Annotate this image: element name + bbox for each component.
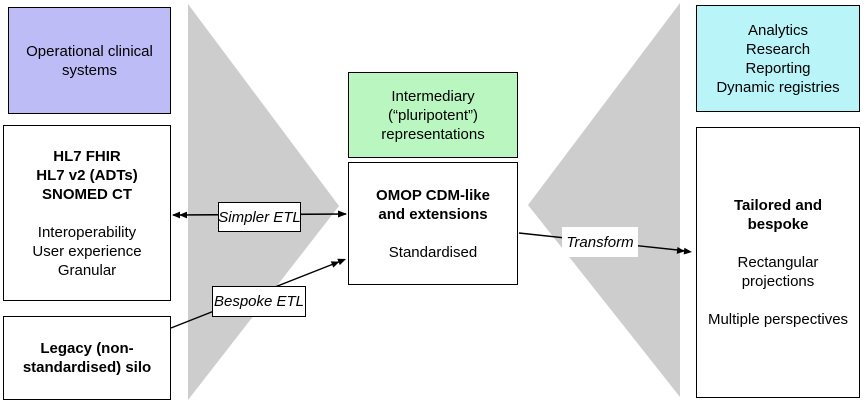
funnel-right-triangle: [528, 3, 680, 397]
arrowhead-transform-double: [676, 247, 692, 255]
analytics-line: Research: [745, 40, 811, 58]
arrowhead-bespoke-double: [330, 258, 346, 268]
standards-line: HL7 FHIR: [53, 147, 121, 165]
tailored-trait: Rectangular: [737, 254, 819, 271]
standards-trait: Granular: [57, 261, 117, 279]
intermediary-line: Intermediary: [391, 87, 475, 105]
standards-trait: Interoperability: [37, 223, 137, 241]
omop-trait: Standardised: [388, 243, 478, 261]
analytics-line: Analytics: [747, 21, 809, 39]
intermediary-line: (“pluripotent”): [387, 106, 479, 124]
label-transform: Transform: [562, 227, 638, 257]
box-tailored-bespoke: Tailored and bespoke Rectangular project…: [696, 127, 860, 398]
standards-trait: User experience: [32, 242, 142, 260]
label-simpler-etl: Simpler ETL: [218, 202, 301, 232]
analytics-line: Reporting: [745, 59, 811, 77]
label-bespoke-etl: Bespoke ETL: [212, 286, 306, 317]
box-omop-cdm: OMOP CDM-like and extensions Standardise…: [348, 162, 518, 285]
tailored-trait: projections: [741, 273, 815, 290]
tailored-trait: Multiple perspectives: [707, 311, 849, 328]
intermediary-line: representations: [381, 125, 485, 143]
box-intermediary-representations: Intermediary (“pluripotent”) representat…: [348, 72, 518, 158]
box-analytics-outputs: Analytics Research Reporting Dynamic reg…: [696, 5, 860, 112]
box-legacy-silo: Legacy (non-standardised) silo: [3, 316, 171, 400]
arrowhead-simpler-left-double: [172, 211, 187, 219]
analytics-line: Dynamic registries: [716, 78, 840, 96]
standards-line: HL7 v2 (ADTs): [36, 166, 138, 184]
omop-title-line: OMOP CDM-like: [376, 186, 490, 204]
arrowhead-simpler-right: [338, 210, 347, 218]
tailored-title-line: Tailored and: [733, 197, 823, 214]
tailored-title-line: bespoke: [747, 216, 809, 233]
box-operational-clinical-systems: Operational clinical systems: [8, 7, 171, 114]
operational-label: Operational clinical systems: [26, 42, 153, 79]
standards-line: SNOMED CT: [42, 185, 132, 203]
legacy-label: Legacy (non-standardised) silo: [22, 340, 152, 376]
box-standards-sources: HL7 FHIR HL7 v2 (ADTs) SNOMED CT Interop…: [3, 125, 171, 301]
omop-title-line: and extensions: [378, 205, 488, 223]
